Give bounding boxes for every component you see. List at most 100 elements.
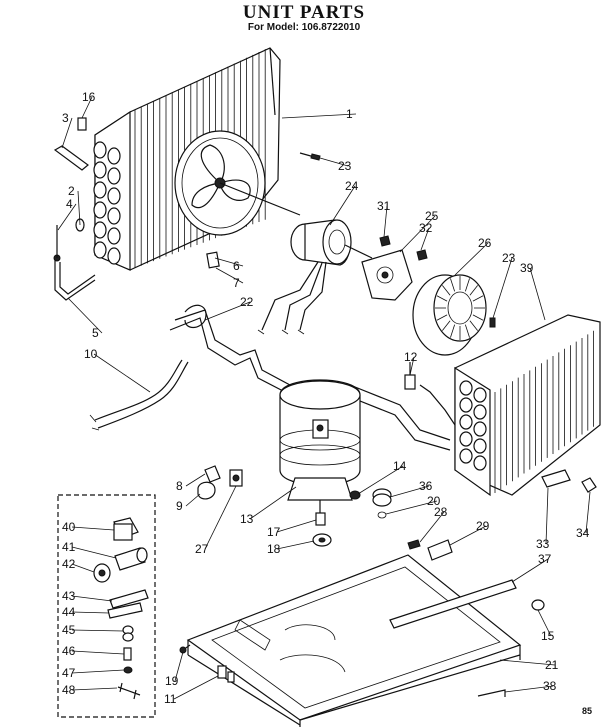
part-callout-4: 4 xyxy=(66,197,73,211)
leader-line xyxy=(357,465,404,495)
leader-line xyxy=(409,356,415,376)
part-callout-47: 47 xyxy=(62,666,76,680)
blower-wheel xyxy=(412,274,487,356)
part-callout-13: 13 xyxy=(240,512,254,526)
leader-line xyxy=(383,205,388,238)
part-callout-19: 19 xyxy=(165,674,179,688)
part-callout-1: 1 xyxy=(346,107,353,121)
leader-line xyxy=(173,675,219,700)
leader-line xyxy=(185,473,206,487)
leader-line xyxy=(204,301,251,321)
leader-line xyxy=(71,595,113,602)
leader-line xyxy=(71,563,95,573)
part-callout-32: 32 xyxy=(419,221,433,235)
page-number: 85 xyxy=(582,706,593,716)
diagram-title: UNIT PARTS xyxy=(242,2,366,23)
leader-line xyxy=(449,525,487,546)
leader-line xyxy=(389,485,430,498)
part-callout-11: 11 xyxy=(164,692,177,706)
leader-line xyxy=(185,493,201,507)
part-callout-42: 42 xyxy=(62,557,76,571)
part-callout-9: 9 xyxy=(176,499,183,513)
leader-line xyxy=(281,113,357,119)
part-callout-22: 22 xyxy=(240,295,254,309)
part-callout-16: 16 xyxy=(82,90,96,104)
leader-line xyxy=(511,558,549,583)
leader-line xyxy=(71,629,124,632)
leader-line xyxy=(529,267,546,321)
leader-line xyxy=(71,546,117,559)
leader-line xyxy=(61,117,73,149)
leader-line xyxy=(71,669,125,674)
part-callout-3: 3 xyxy=(62,111,69,125)
part-callout-39: 39 xyxy=(520,261,534,275)
leader-line xyxy=(537,609,552,637)
part-callout-20: 20 xyxy=(427,494,441,508)
leader-line xyxy=(504,685,554,693)
leader-line xyxy=(454,242,489,276)
model-subtitle: For Model: 106.8722010 xyxy=(247,22,361,33)
part-callout-7: 7 xyxy=(233,276,240,290)
leader-line xyxy=(77,190,81,226)
leader-line xyxy=(419,511,445,543)
part-callout-14: 14 xyxy=(393,459,407,473)
leader-line xyxy=(71,611,110,614)
leader-line xyxy=(319,157,349,167)
part-callout-23: 23 xyxy=(502,251,516,265)
leader-line xyxy=(81,96,93,119)
part-callout-23: 23 xyxy=(338,159,352,173)
leader-line xyxy=(174,651,184,682)
evaporator-coil xyxy=(454,314,601,497)
leader-line xyxy=(499,659,556,666)
part-callout-18: 18 xyxy=(267,542,281,556)
part-callout-41: 41 xyxy=(62,540,76,554)
part-callout-8: 8 xyxy=(176,479,183,493)
leader-line xyxy=(329,185,356,226)
part-callout-38: 38 xyxy=(543,679,557,693)
base-pan xyxy=(186,554,522,727)
leader-line xyxy=(214,257,244,267)
part-callout-34: 34 xyxy=(576,526,590,540)
part-callout-36: 36 xyxy=(419,479,433,493)
leader-line xyxy=(93,353,151,393)
part-callout-40: 40 xyxy=(62,520,76,534)
part-callout-15: 15 xyxy=(541,629,555,643)
leader-line xyxy=(276,540,315,550)
fan-motor xyxy=(257,219,373,335)
part-callout-17: 17 xyxy=(267,525,281,539)
part-callout-5: 5 xyxy=(92,326,99,340)
leader-line xyxy=(71,650,125,655)
part-callout-12: 12 xyxy=(404,350,418,364)
leader-line xyxy=(249,486,297,520)
leader-line xyxy=(545,487,549,545)
part-callout-31: 31 xyxy=(377,199,391,213)
leader-line xyxy=(276,519,317,533)
leader-line xyxy=(585,491,591,534)
leader-line xyxy=(385,500,438,515)
leader-line xyxy=(71,526,115,531)
compressor xyxy=(279,379,361,520)
part-callout-29: 29 xyxy=(476,519,490,533)
part-callout-43: 43 xyxy=(62,589,76,603)
electrical-parts-inset xyxy=(57,494,156,718)
part-callout-24: 24 xyxy=(345,179,359,193)
leader-line xyxy=(204,485,237,550)
leader-line xyxy=(71,687,118,691)
part-callout-37: 37 xyxy=(538,552,552,566)
part-callout-48: 48 xyxy=(62,683,76,697)
leader-line xyxy=(420,227,430,251)
part-callout-33: 33 xyxy=(536,537,550,551)
part-callout-46: 46 xyxy=(62,644,76,658)
part-callout-28: 28 xyxy=(434,505,448,519)
part-callout-44: 44 xyxy=(62,605,76,619)
part-callout-25: 25 xyxy=(425,209,439,223)
part-callout-26: 26 xyxy=(478,236,492,250)
part-callout-27: 27 xyxy=(195,542,209,556)
fan-blade xyxy=(174,130,301,236)
part-callout-10: 10 xyxy=(84,347,98,361)
leader-line xyxy=(492,257,513,319)
part-callout-21: 21 xyxy=(545,658,559,672)
part-callout-6: 6 xyxy=(233,259,240,273)
